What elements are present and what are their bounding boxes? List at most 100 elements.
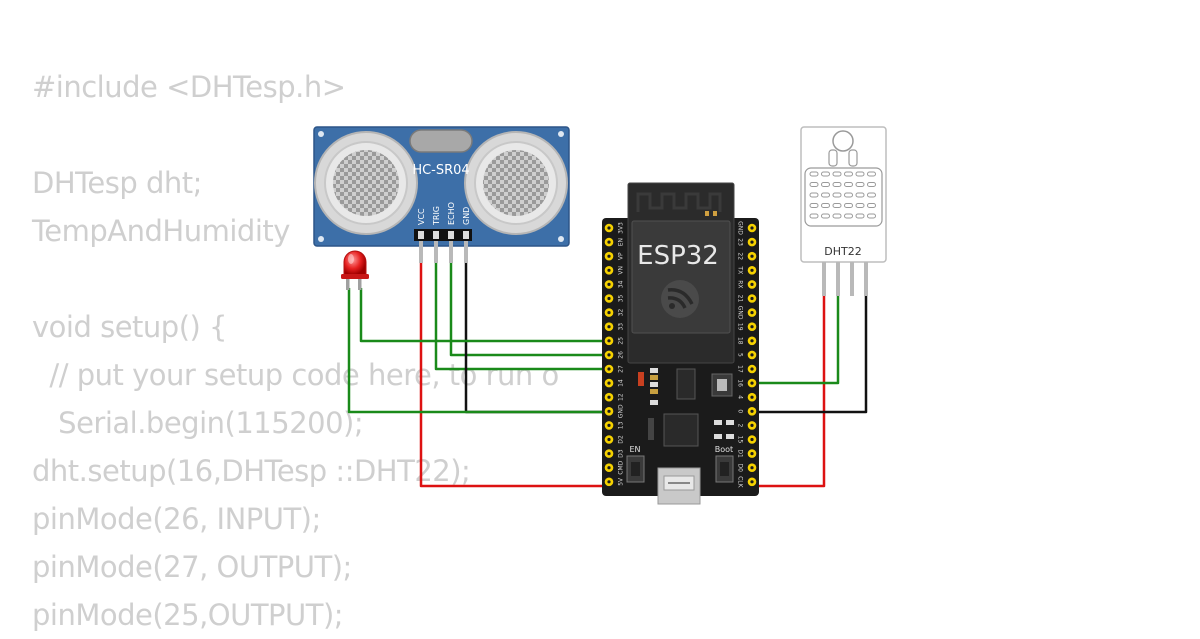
esp32-pin-label: 0 [737, 409, 744, 413]
esp32-pin-hole [607, 423, 611, 427]
dht22-vent-grid-icon [809, 171, 876, 219]
esp32-pin-hole [750, 409, 754, 413]
esp32-pin-hole [607, 325, 611, 329]
dht22-vent-slot [867, 203, 876, 208]
esp32-pin-label: 12 [618, 393, 625, 401]
wire-dht-data[interactable] [752, 296, 840, 385]
red-led[interactable] [341, 250, 369, 290]
esp32-pin-hole [750, 437, 754, 442]
esp32-pin-hole [607, 240, 611, 244]
esp32-pin-hole [750, 480, 754, 484]
esp32-pin-hole [607, 339, 611, 343]
esp32-pin-hole [750, 466, 754, 470]
esp32-pin-label: 5 [737, 353, 744, 357]
esp32-pin-label: 14 [618, 379, 625, 387]
dht22-vent-slot [844, 171, 853, 177]
esp32-pin-label: 32 [618, 309, 625, 317]
dht22-vent-slot [809, 203, 819, 208]
en-button-label: EN [629, 445, 640, 454]
code-line: #include <DHTesp.h> [32, 70, 346, 104]
esp32-pin-label: 22 [737, 252, 744, 260]
ultrasonic-pin-vcc-label: VCC [417, 208, 426, 225]
esp32-pin-label: 16 [737, 379, 744, 387]
espressif-logo-icon [661, 280, 699, 318]
esp32-pin-hole [607, 409, 611, 413]
dht22-vent-slot [855, 171, 865, 177]
wire-echo[interactable] [449, 262, 608, 357]
dht22-vent-slot [855, 192, 865, 198]
dht22-vent-slot [832, 192, 842, 198]
dht22-vent-slot [855, 182, 865, 187]
esp32-pin-hole [607, 381, 611, 385]
dht22-vent-slot [867, 192, 876, 198]
esp32-pin-hole [607, 282, 611, 286]
wire-led[interactable] [359, 288, 608, 343]
dht22-vent-slot [832, 213, 842, 219]
esp32-pin-hole [750, 339, 754, 343]
esp32-pin-label: 34 [618, 280, 625, 288]
esp32-pin-label: GND [618, 404, 625, 418]
dht22-vent-slot [855, 213, 865, 219]
esp32-pin-label: D0 [737, 463, 744, 472]
code-line: // put your setup code here, to run o [32, 358, 559, 392]
code-editor-text: #include <DHTesp.h>DHTesp dht;TempAndHum… [32, 63, 559, 639]
code-line: dht.setup(16,DHTesp ::DHT22); [32, 454, 471, 488]
usb-port-icon [657, 467, 701, 505]
esp32-pin-label: 23 [737, 238, 744, 246]
code-line: pinMode(26, INPUT); [32, 502, 321, 536]
esp32-pin-label: GND [737, 221, 744, 235]
esp32-pin-hole [750, 325, 754, 329]
dht22-vent-slot [867, 213, 876, 219]
ultrasonic-label: HC-SR04 [412, 163, 469, 178]
esp32-pin-hole [750, 282, 754, 286]
esp32-pin-hole [607, 437, 611, 442]
dht22-sensor[interactable]: DHT22 [800, 126, 887, 296]
esp32-pin-hole [750, 296, 754, 301]
esp32-pin-label: GND [737, 306, 744, 320]
esp32-pin-label: 19 [737, 323, 744, 331]
esp32-pin-hole [607, 268, 611, 272]
esp32-pin-label: TX [737, 265, 744, 274]
esp32-pin-hole [607, 254, 611, 258]
dht22-vent-slot [844, 203, 853, 208]
ultrasonic-sensor[interactable]: HC-SR04 VCC TRIG ECHO GND [313, 126, 570, 263]
wire-led-gnd[interactable] [347, 288, 608, 414]
esp32-pin-label: 25 [618, 337, 625, 345]
esp32-pin-label: D3 [618, 449, 625, 458]
esp32-pin-hole [607, 296, 611, 301]
code-line: void setup() { [32, 310, 227, 344]
dht22-vent-slot [821, 182, 830, 187]
esp32-pin-label: 26 [618, 351, 625, 359]
dht22-label: DHT22 [824, 245, 861, 258]
esp32-pin-hole [607, 353, 611, 357]
dht22-vent-slot [867, 171, 876, 177]
esp32-pin-label: RX [737, 280, 744, 288]
dht22-vent-slot [809, 182, 819, 187]
esp32-pin-hole [607, 480, 611, 484]
esp32-left-pin-header: 3V3ENVPVN343532332526271412GND13D2D3CMD5… [604, 222, 625, 487]
esp32-pin-hole [750, 367, 754, 371]
esp32-pin-label: 18 [737, 337, 744, 345]
dht22-vent-slot [855, 203, 865, 208]
dht22-vent-slot [867, 182, 876, 187]
dht22-vent-slot [844, 192, 853, 198]
wire-trig[interactable] [434, 262, 608, 371]
esp32-pin-hole [750, 240, 754, 244]
esp32-pin-label: EN [618, 238, 625, 246]
ultrasonic-pin-gnd-label: GND [462, 207, 471, 225]
esp32-pin-label: CLK [737, 476, 744, 489]
esp32-pin-hole [750, 254, 754, 258]
dht22-vent-slot [809, 192, 819, 198]
esp32-pin-hole [607, 367, 611, 371]
esp32-pin-label: 15 [737, 436, 744, 444]
esp32-pin-label: 13 [618, 421, 625, 429]
esp32-pin-hole [607, 226, 611, 230]
esp32-pin-hole [750, 423, 754, 427]
esp32-pin-hole [607, 452, 611, 456]
esp32-pin-hole [750, 395, 754, 399]
esp32-pin-hole [607, 466, 611, 470]
esp32-pin-hole [750, 353, 754, 357]
esp32-pin-hole [750, 381, 754, 385]
